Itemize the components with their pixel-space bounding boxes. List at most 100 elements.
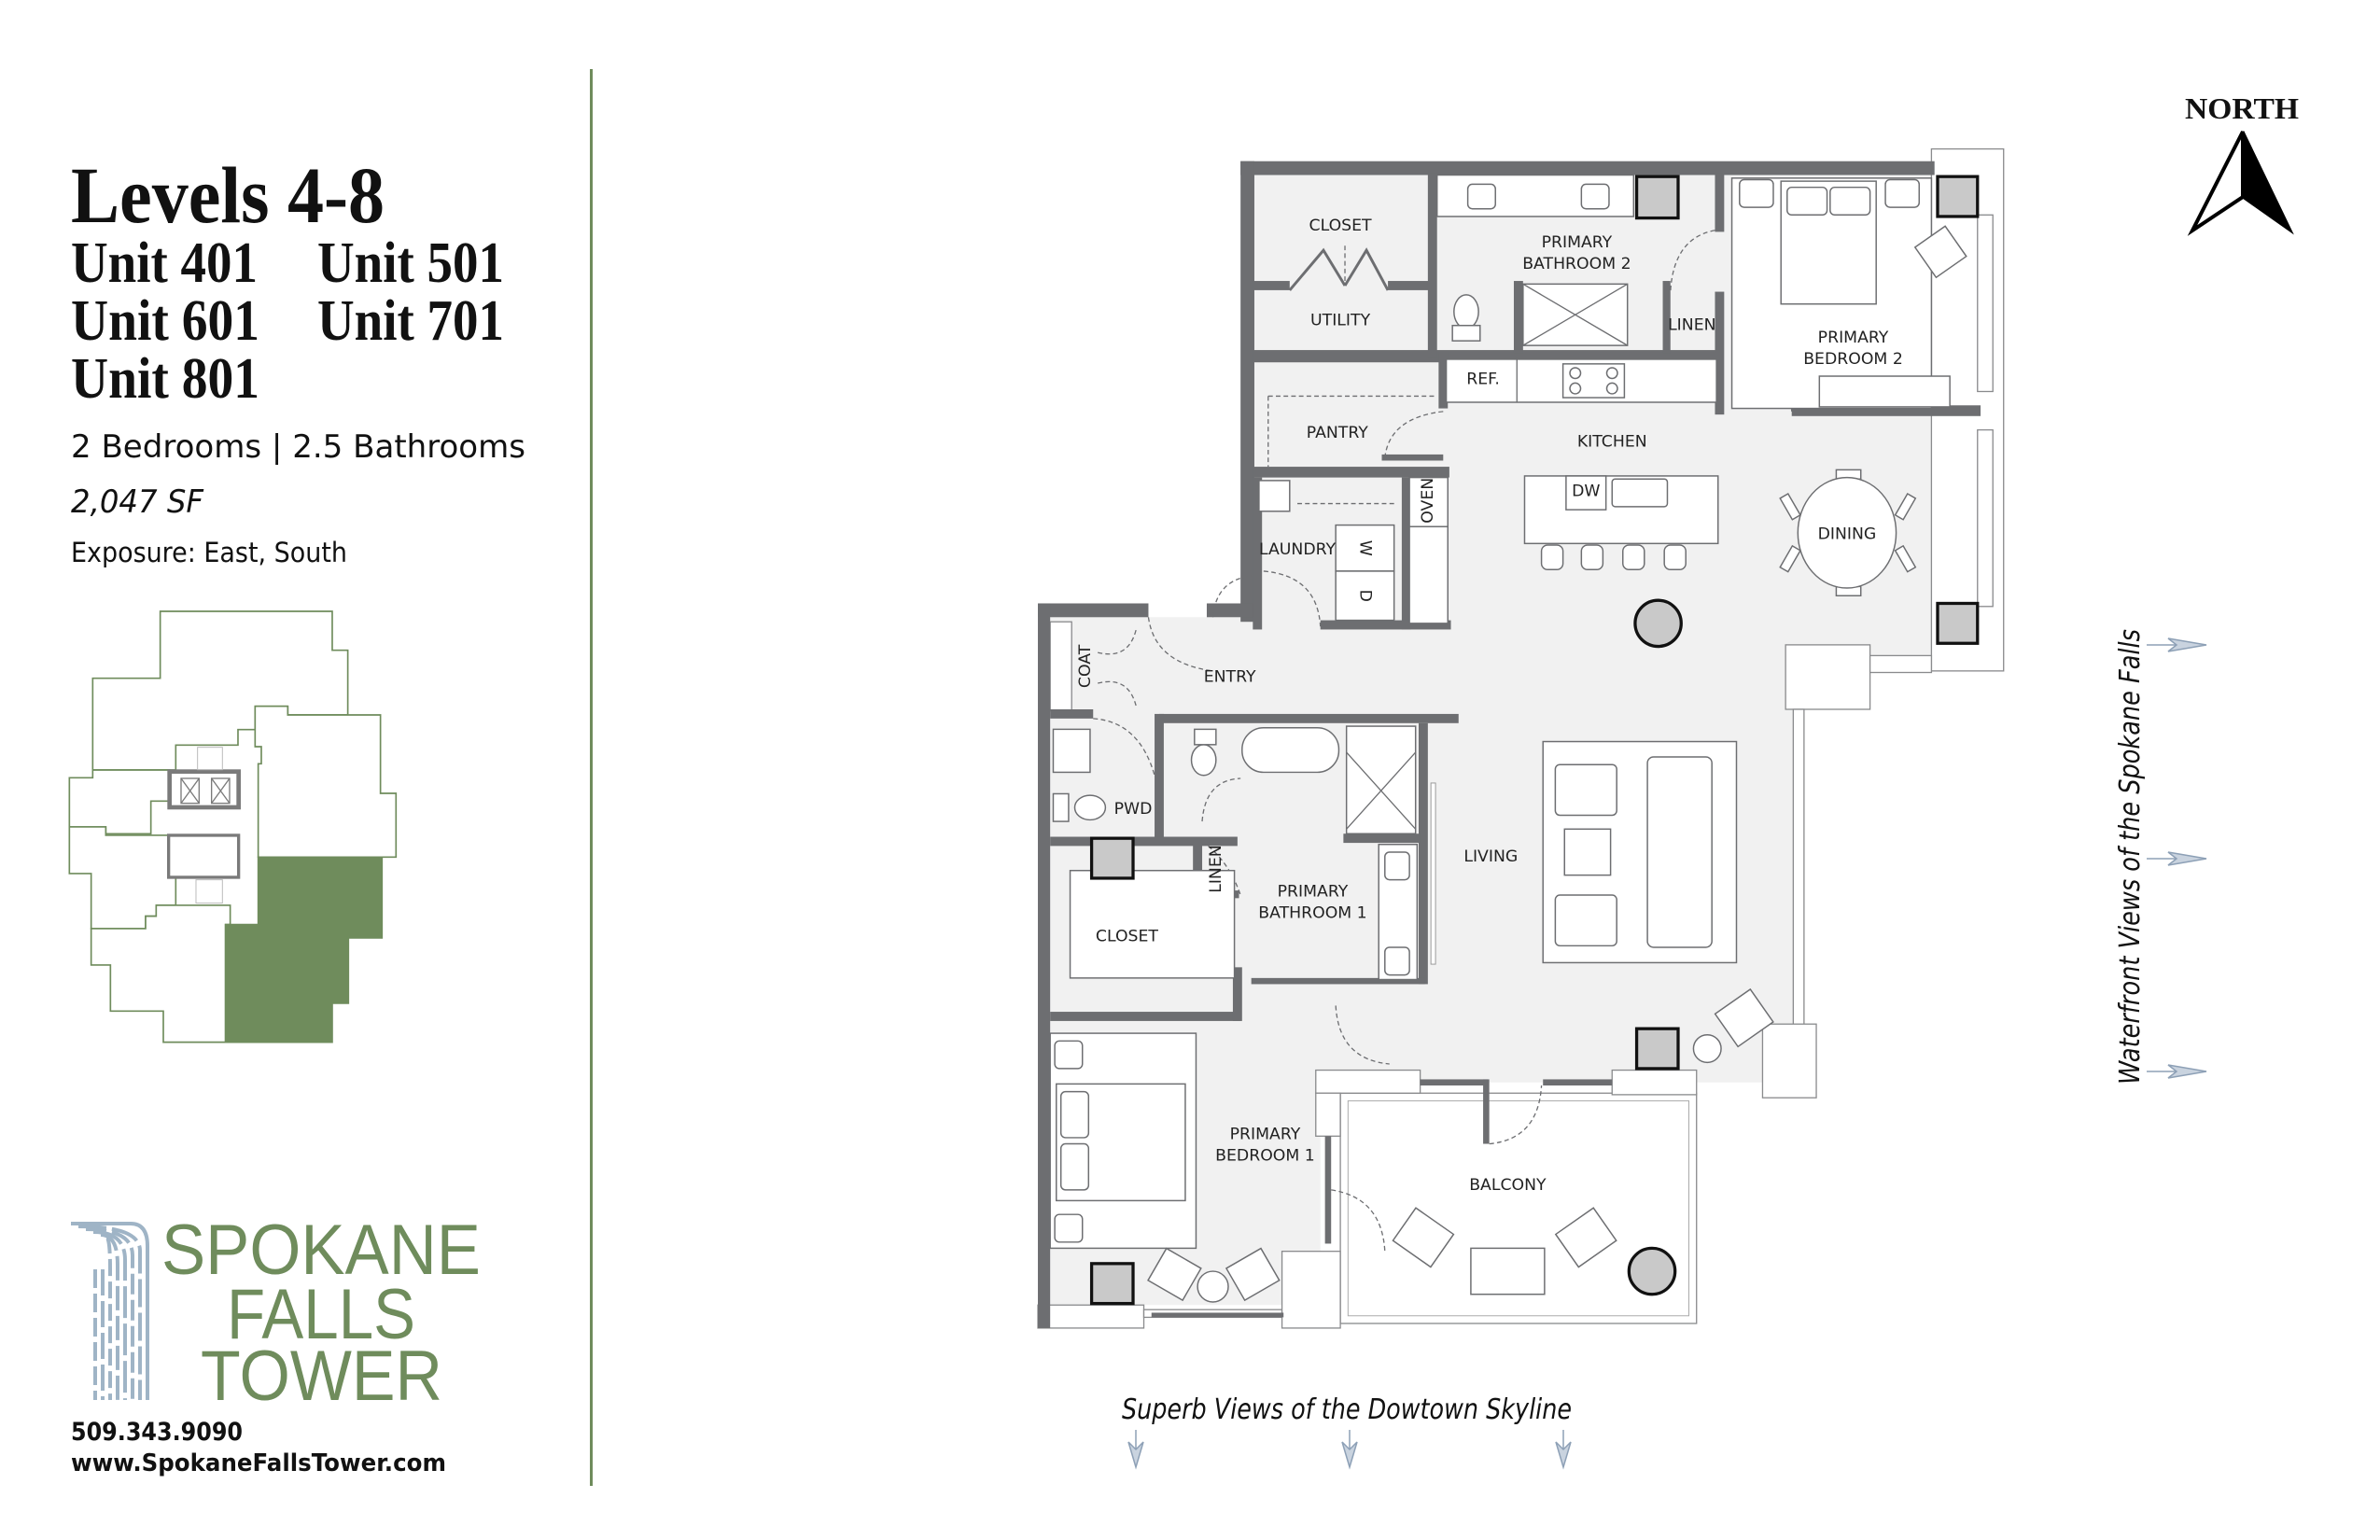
logo-line-falls: FALLS — [227, 1275, 415, 1354]
levels-title: Levels 4-8 — [71, 150, 385, 240]
pantry-cabinet — [1408, 525, 1449, 624]
armchair-icon — [1554, 763, 1617, 817]
stool-icon — [1540, 544, 1564, 571]
sink-icon — [1384, 946, 1410, 976]
north-compass: NORTH — [2185, 91, 2299, 236]
room-label-entry: ENTRY — [1204, 667, 1256, 686]
structural-columns — [1089, 175, 1980, 1306]
pwd-sink-icon — [1052, 728, 1091, 774]
bathtub-icon — [1241, 726, 1340, 774]
sink-icon — [1466, 183, 1496, 210]
stool-icon — [1663, 544, 1687, 571]
toilet-tank — [1451, 324, 1481, 342]
dining-chair-icon — [1894, 544, 1917, 573]
washer — [1335, 524, 1395, 572]
balcony-chair-icon — [1392, 1207, 1455, 1268]
toilet-icon — [1453, 294, 1479, 329]
waterfall-icon — [71, 1222, 149, 1400]
toilet-icon — [1073, 794, 1107, 821]
nightstand-lamp-icon — [1739, 178, 1774, 208]
bed-bath-count: 2 Bedrooms | 2.5 Bathrooms — [71, 428, 525, 466]
arrow-right-icon — [2147, 1064, 2207, 1079]
dryer — [1335, 570, 1395, 622]
room-label-closet-2: CLOSET — [1309, 217, 1373, 235]
north-label: NORTH — [2185, 91, 2299, 125]
room-label-dining: DINING — [1818, 525, 1877, 543]
room-label-pwd: PWD — [1114, 800, 1153, 819]
media-console — [1430, 782, 1436, 965]
key-plan-highlighted-unit — [224, 856, 384, 1043]
logo-line-spokane: SPOKANE — [161, 1211, 481, 1290]
room-label-primary-bedroom-2: PRIMARY — [1818, 329, 1889, 347]
room-label-primary-bedroom-1: BEDROOM 1 — [1215, 1147, 1315, 1166]
window-frames — [1037, 147, 2005, 1329]
square-footage: 2,047 SF — [71, 483, 203, 521]
armchair-icon — [1225, 1247, 1281, 1302]
room-labels: CLOSET PRIMARY BATHROOM 2 UTILITY LINEN … — [1076, 217, 1903, 1195]
room-label-closet-1: CLOSET — [1096, 927, 1159, 945]
key-plan-unit — [254, 705, 398, 859]
room-label-living: LIVING — [1463, 847, 1518, 866]
closet-bifold-doors — [1288, 247, 1390, 291]
room-label-balcony: BALCONY — [1469, 1176, 1547, 1195]
unit-floor-plan: CLOSET PRIMARY BATHROOM 2 UTILITY LINEN … — [1037, 147, 2005, 1329]
south-view-caption: Superb Views of the Dowtown Skyline — [1122, 1393, 1572, 1426]
room-label-utility: UTILITY — [1310, 312, 1371, 330]
side-table-icon — [1197, 1270, 1229, 1303]
room-label-primary-bathroom-2: BATHROOM 2 — [1522, 255, 1631, 273]
room-label-primary-bathroom-1: PRIMARY — [1278, 883, 1349, 902]
dining-chair-icon — [1779, 492, 1801, 521]
unit-401: Unit 401 — [71, 231, 258, 295]
building-key-plan — [68, 610, 398, 1043]
arrow-down-icon — [1555, 1430, 1572, 1470]
nightstand-lamp-icon — [1054, 1213, 1084, 1243]
balcony-table-icon — [1470, 1247, 1546, 1295]
door-swings — [1093, 230, 1793, 1252]
arrow-down-icon — [1127, 1430, 1144, 1470]
unit-801: Unit 801 — [71, 347, 259, 411]
room-label-linen-2: LINEN — [1668, 316, 1715, 335]
balcony-chair-icon — [1554, 1207, 1617, 1268]
label-dishwasher: DW — [1572, 482, 1600, 500]
label-washer: W — [1355, 540, 1374, 556]
room-label-linen-1: LINEN — [1207, 845, 1225, 892]
exposure: Exposure: East, South — [71, 537, 347, 568]
label-oven: OVEN — [1419, 478, 1437, 524]
dishwasher — [1565, 475, 1607, 511]
east-view-caption: Waterfront Views of the Spokane Falls — [2114, 629, 2147, 1085]
room-label-primary-bedroom-2: BEDROOM 2 — [1803, 350, 1903, 369]
stool-icon — [1580, 544, 1604, 571]
oven — [1408, 476, 1449, 527]
phone-number[interactable]: 509.343.9090 — [71, 1418, 243, 1447]
unit-701: Unit 701 — [317, 289, 504, 353]
dining-chair-icon — [1894, 492, 1917, 521]
arrow-down-icon — [1341, 1430, 1358, 1470]
side-table-icon — [1692, 1033, 1722, 1064]
unit-601: Unit 601 — [71, 289, 259, 353]
armchair-icon — [1554, 894, 1617, 947]
arrow-right-icon — [2147, 637, 2207, 652]
coffee-table-icon — [1563, 828, 1612, 876]
room-label-primary-bathroom-2: PRIMARY — [1542, 233, 1613, 252]
sink-icon — [1580, 183, 1610, 210]
nightstand-lamp-icon — [1884, 178, 1920, 208]
closet-shelving — [1069, 869, 1236, 979]
toilet-icon — [1190, 744, 1217, 777]
logo-line-tower: TOWER — [201, 1337, 442, 1416]
arrow-right-icon — [2147, 851, 2207, 866]
south-view-arrows — [1127, 1430, 1572, 1470]
label-dryer: D — [1355, 590, 1374, 602]
dining-chair-icon — [1779, 544, 1801, 573]
spokane-falls-tower-logo: SPOKANE FALLS TOWER — [71, 1211, 481, 1416]
sink-icon — [1384, 851, 1410, 881]
armchair-icon — [1147, 1247, 1202, 1302]
north-arrow-icon — [2187, 131, 2294, 236]
sink-icon — [1611, 478, 1669, 508]
unit-501: Unit 501 — [317, 231, 504, 295]
room-label-primary-bedroom-1: PRIMARY — [1230, 1126, 1301, 1144]
east-view-arrows — [2147, 637, 2207, 1079]
website-link[interactable]: www.SpokaneFallsTower.com — [71, 1449, 446, 1477]
key-plan-unit — [68, 769, 171, 835]
